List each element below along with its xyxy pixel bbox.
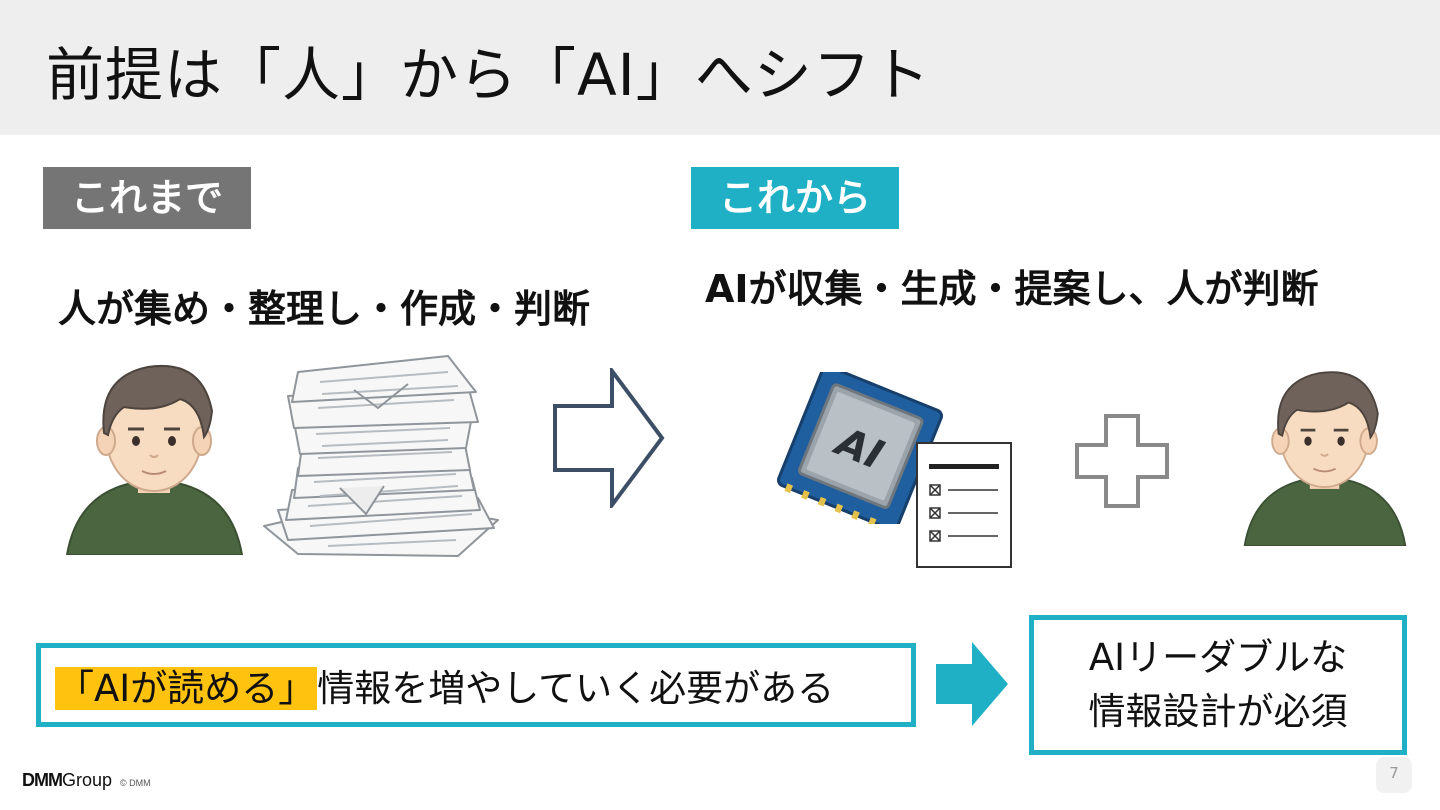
copyright: © DMM <box>120 778 151 788</box>
brand-name: DMM <box>22 770 63 790</box>
result-box: AIリーダブルな 情報設計が必須 <box>1029 615 1407 755</box>
result-line-1: AIリーダブルな <box>1088 636 1348 679</box>
outline-arrow-icon <box>553 368 665 508</box>
info-highlight: 「AIが読める」 <box>55 667 318 710</box>
checklist-document-icon <box>916 442 1012 568</box>
label-before: これまで <box>43 167 251 229</box>
header-band <box>0 0 1440 135</box>
person-icon <box>65 365 244 555</box>
brand-group: Group <box>62 770 113 790</box>
page-number: 7 <box>1376 757 1412 793</box>
result-line-2: 情報設計が必須 <box>1088 690 1348 733</box>
solid-arrow-icon <box>936 642 1008 726</box>
info-statement: 「AIが読める」情報を増やしていく必要がある <box>55 658 834 712</box>
plus-icon <box>1075 414 1169 508</box>
ai-chip-icon: AI <box>776 372 944 524</box>
caption-before: 人が集め・整理し・作成・判断 <box>58 287 591 331</box>
caption-after: AIが収集・生成・提案し、人が判断 <box>705 267 1319 311</box>
info-text: 情報を増やしていく必要がある <box>317 667 835 710</box>
footer-logo: DMMGroup © DMM <box>22 770 151 791</box>
label-after: これから <box>691 167 899 229</box>
paper-pile-icon <box>263 355 499 557</box>
info-box: 「AIが読める」情報を増やしていく必要がある <box>36 643 916 727</box>
person-icon <box>1243 371 1407 546</box>
slide-title: 前提は「人」から「AI」へシフト <box>46 41 931 109</box>
